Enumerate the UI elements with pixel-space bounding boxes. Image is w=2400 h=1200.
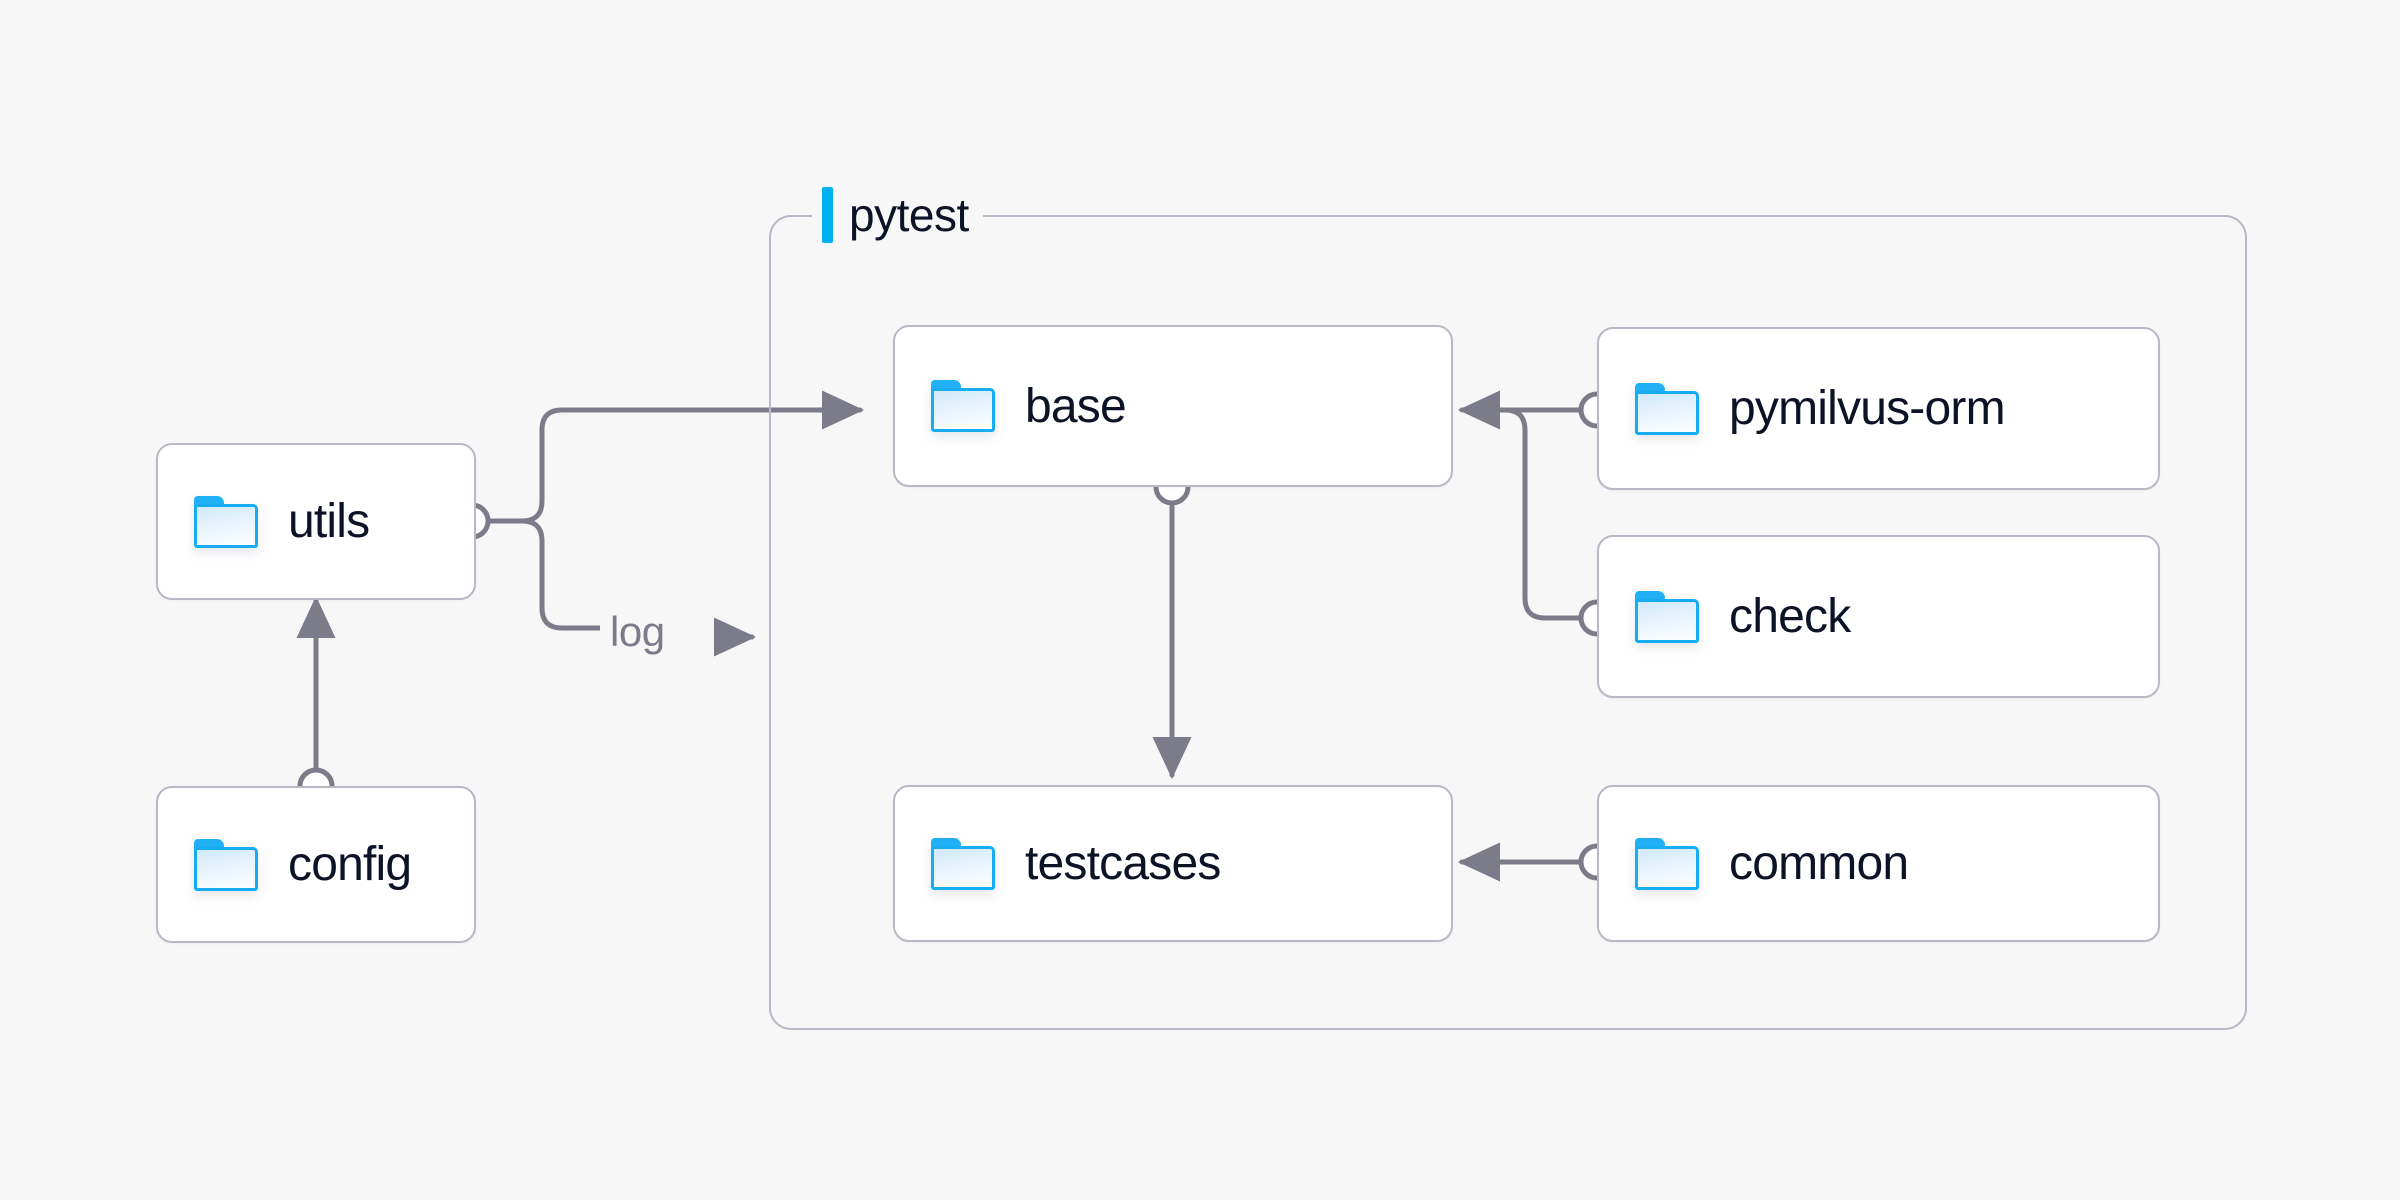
node-utils[interactable]: utils (156, 443, 476, 600)
edge-label-log: log (600, 608, 675, 656)
node-label-testcases: testcases (1025, 837, 1221, 890)
node-label-base: base (1025, 379, 1127, 433)
node-testcases[interactable]: testcases (893, 785, 1453, 942)
folder-icon (194, 495, 258, 548)
edge-check-to-base (1467, 407, 1583, 621)
node-common[interactable]: common (1597, 785, 2160, 942)
node-label-utils: utils (288, 495, 370, 548)
node-label-check: check (1729, 590, 1851, 643)
node-base[interactable]: base (893, 325, 1453, 487)
pytest-group-container[interactable] (769, 215, 2247, 1030)
node-label-common: common (1729, 837, 1909, 890)
node-label-pymilvus-orm: pymilvus-orm (1729, 382, 2006, 435)
node-label-config: config (288, 838, 412, 891)
folder-icon (931, 380, 995, 432)
folder-icon (1635, 837, 1699, 890)
edge-utils-to-log (484, 518, 603, 631)
node-config[interactable]: config (156, 786, 476, 943)
node-pymilvus-orm[interactable]: pymilvus-orm (1597, 327, 2160, 490)
folder-icon (1635, 590, 1699, 643)
pytest-group-label: pytest (849, 189, 969, 241)
folder-icon (194, 838, 258, 891)
group-accent-bar (822, 187, 833, 243)
pytest-group-header: pytest (812, 187, 983, 243)
folder-icon (931, 837, 995, 890)
node-check[interactable]: check (1597, 535, 2160, 698)
folder-icon (1635, 382, 1699, 435)
